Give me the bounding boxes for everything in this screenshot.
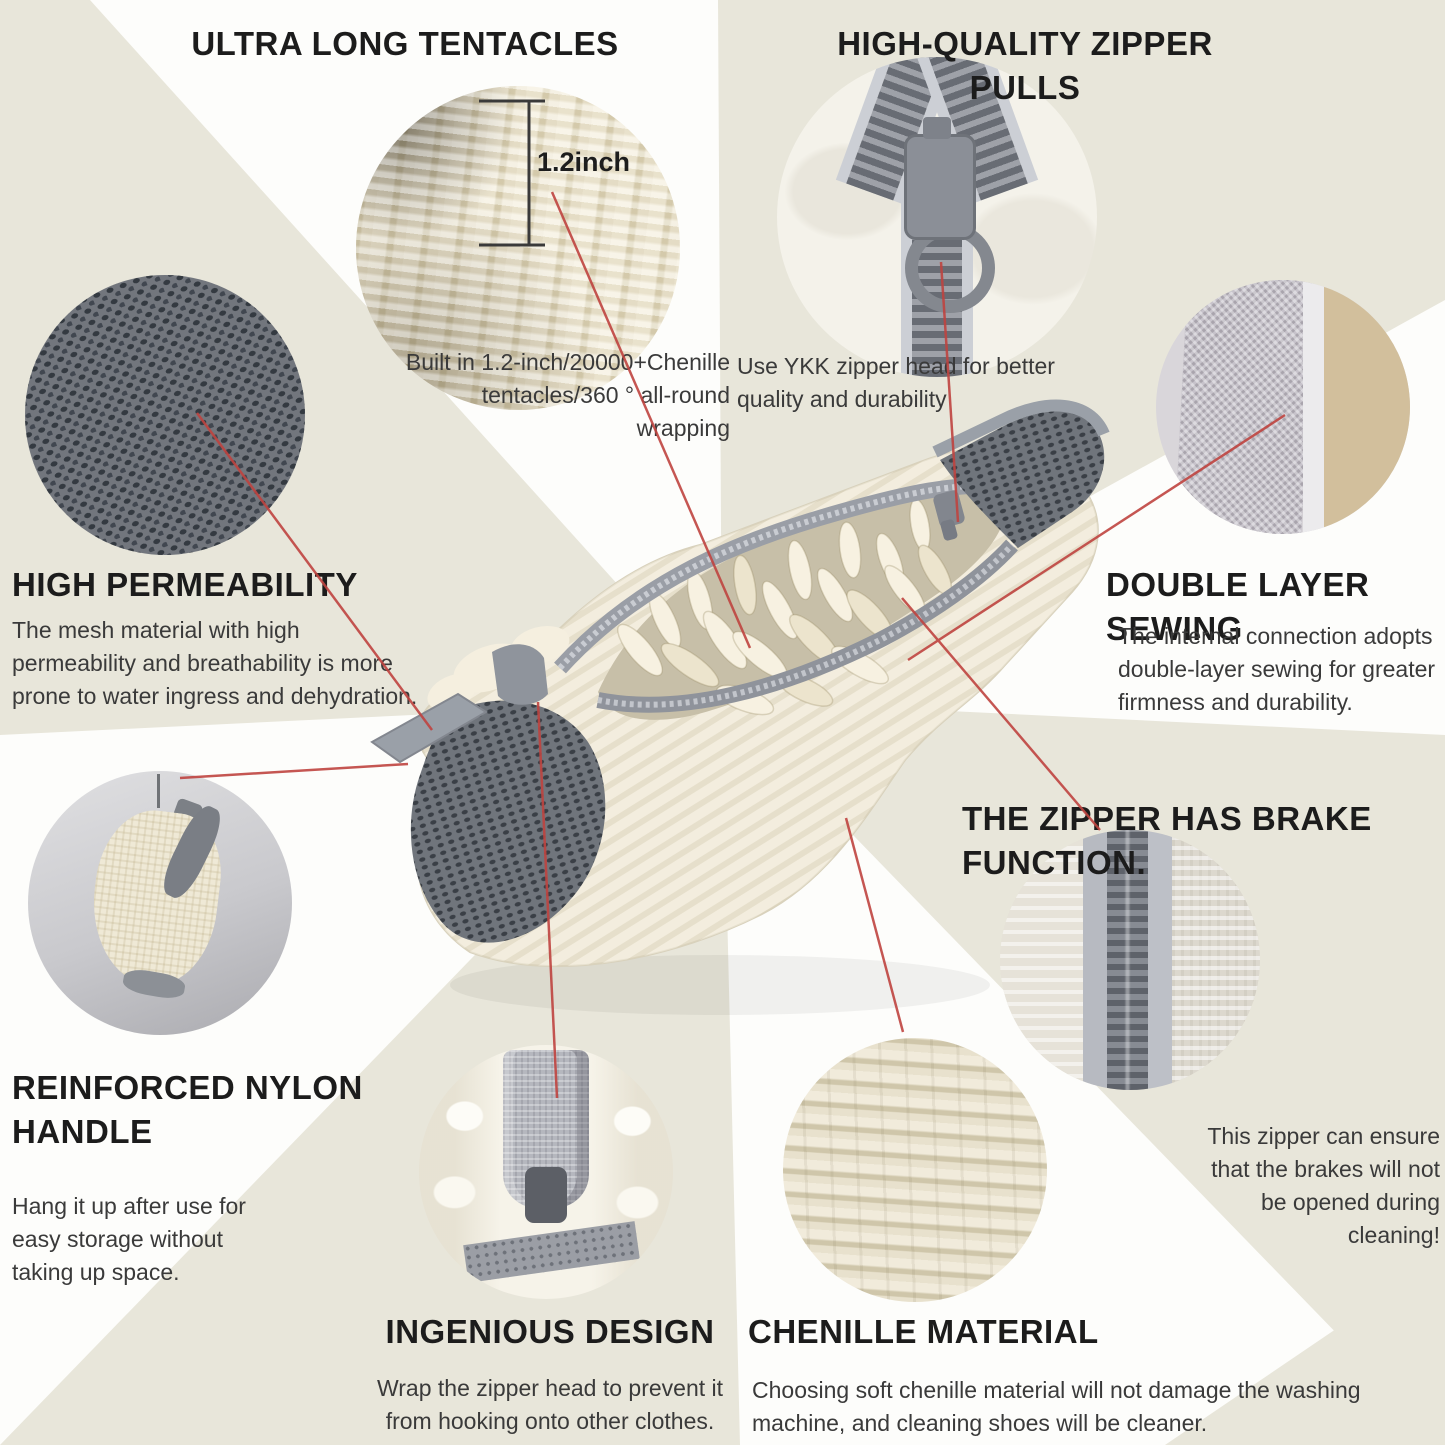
body-nylon-handle: Hang it up after use for easy storage wi… bbox=[12, 1193, 246, 1285]
fabric-left bbox=[1000, 830, 1084, 1090]
photo-brake-zipper-closeup bbox=[1000, 830, 1260, 1090]
photo-mesh-texture bbox=[25, 275, 305, 555]
body-zipper-pulls: Use YKK zipper head for better quality a… bbox=[737, 353, 1055, 412]
corduroy-texture-layer bbox=[783, 1038, 1047, 1302]
body-permeability: The mesh material with high permeability… bbox=[12, 617, 418, 709]
fabric-right bbox=[1171, 830, 1260, 1090]
title-brake-function: THE ZIPPER HAS BRAKE FUNCTION. bbox=[962, 800, 1372, 881]
knit-band bbox=[1174, 280, 1316, 534]
mesh-texture-layer bbox=[25, 275, 305, 555]
nylon-handle-loop bbox=[492, 644, 548, 705]
title-ultra-long-tentacles: ULTRA LONG TENTACLES bbox=[191, 25, 619, 62]
wrapped-zipper-head bbox=[525, 1166, 567, 1223]
zipper-tape-left bbox=[1083, 830, 1107, 1090]
body-brake-function: This zipper can ensure that the brakes w… bbox=[1207, 1123, 1440, 1248]
photo-chenille-fabric-closeup bbox=[783, 1038, 1047, 1302]
measurement-label: 1.2inch bbox=[537, 147, 631, 177]
wash-bag-illustration bbox=[370, 399, 1110, 1015]
photo-zipper-pull-closeup bbox=[777, 57, 1097, 377]
title-ingenious-design: INGENIOUS DESIGN bbox=[385, 1313, 715, 1350]
title-zipper-pulls: HIGH-QUALITY ZIPPER PULLS bbox=[837, 25, 1213, 106]
photo-hanging-bag bbox=[28, 771, 292, 1035]
title-chenille-material: CHENILLE MATERIAL bbox=[748, 1313, 1099, 1350]
body-tentacles: Built in 1.2-inch/20000+Chenille tentacl… bbox=[405, 349, 730, 441]
zipper-teeth-lower bbox=[597, 542, 1015, 708]
title-nylon-handle: REINFORCED NYLON HANDLE bbox=[12, 1069, 363, 1150]
corner-bottom-right bbox=[1165, 1255, 1445, 1445]
body-chenille-material: Choosing soft chenille material will not… bbox=[752, 1377, 1361, 1436]
body-ingenious-design: Wrap the zipper head to prevent it from … bbox=[376, 1375, 724, 1434]
body-double-sewing: The internal connection adopts double-la… bbox=[1118, 623, 1436, 715]
chenille-edge bbox=[1323, 280, 1410, 534]
photo-double-sewing-closeup bbox=[1156, 280, 1410, 534]
hook-icon bbox=[157, 773, 161, 808]
title-permeability: HIGH PERMEABILITY bbox=[12, 566, 358, 603]
white-seam-strip bbox=[1303, 280, 1327, 534]
zipper-tape-right bbox=[1148, 830, 1172, 1090]
photo-zipper-wrap-closeup bbox=[419, 1045, 673, 1299]
zipper-teeth-column bbox=[1106, 830, 1149, 1090]
zipper-slider-body bbox=[904, 116, 976, 240]
mesh-strip bbox=[462, 1221, 640, 1283]
